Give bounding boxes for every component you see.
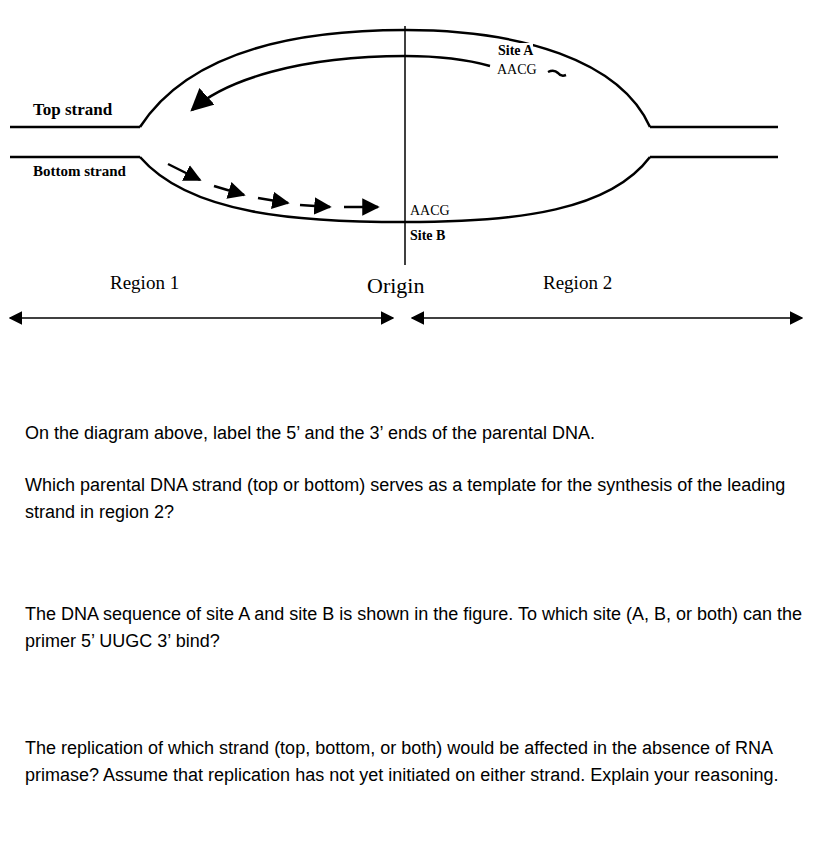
region-arrow	[412, 317, 802, 319]
origin-name: Origin	[367, 273, 424, 298]
region-name: Region 2	[543, 272, 612, 294]
region-arrow	[10, 317, 393, 319]
question: The replication of which strand (top, bo…	[25, 735, 805, 789]
site-name: Site B	[410, 228, 445, 244]
sequence: AACG	[497, 62, 537, 78]
region-name: Region 1	[110, 272, 179, 294]
strand-name: Bottom strand	[33, 163, 126, 180]
strand-name: Top strand	[33, 100, 112, 120]
question: The DNA sequence of site A and site B is…	[25, 601, 805, 655]
origin-line	[404, 26, 406, 265]
sequence: AACG	[410, 203, 450, 219]
question: On the diagram above, label the 5’ and t…	[25, 420, 805, 447]
parental-strands	[10, 30, 778, 222]
question: Which parental DNA strand (top or bottom…	[25, 472, 805, 526]
new-strands	[168, 56, 566, 207]
site-name: Site A	[498, 43, 533, 59]
